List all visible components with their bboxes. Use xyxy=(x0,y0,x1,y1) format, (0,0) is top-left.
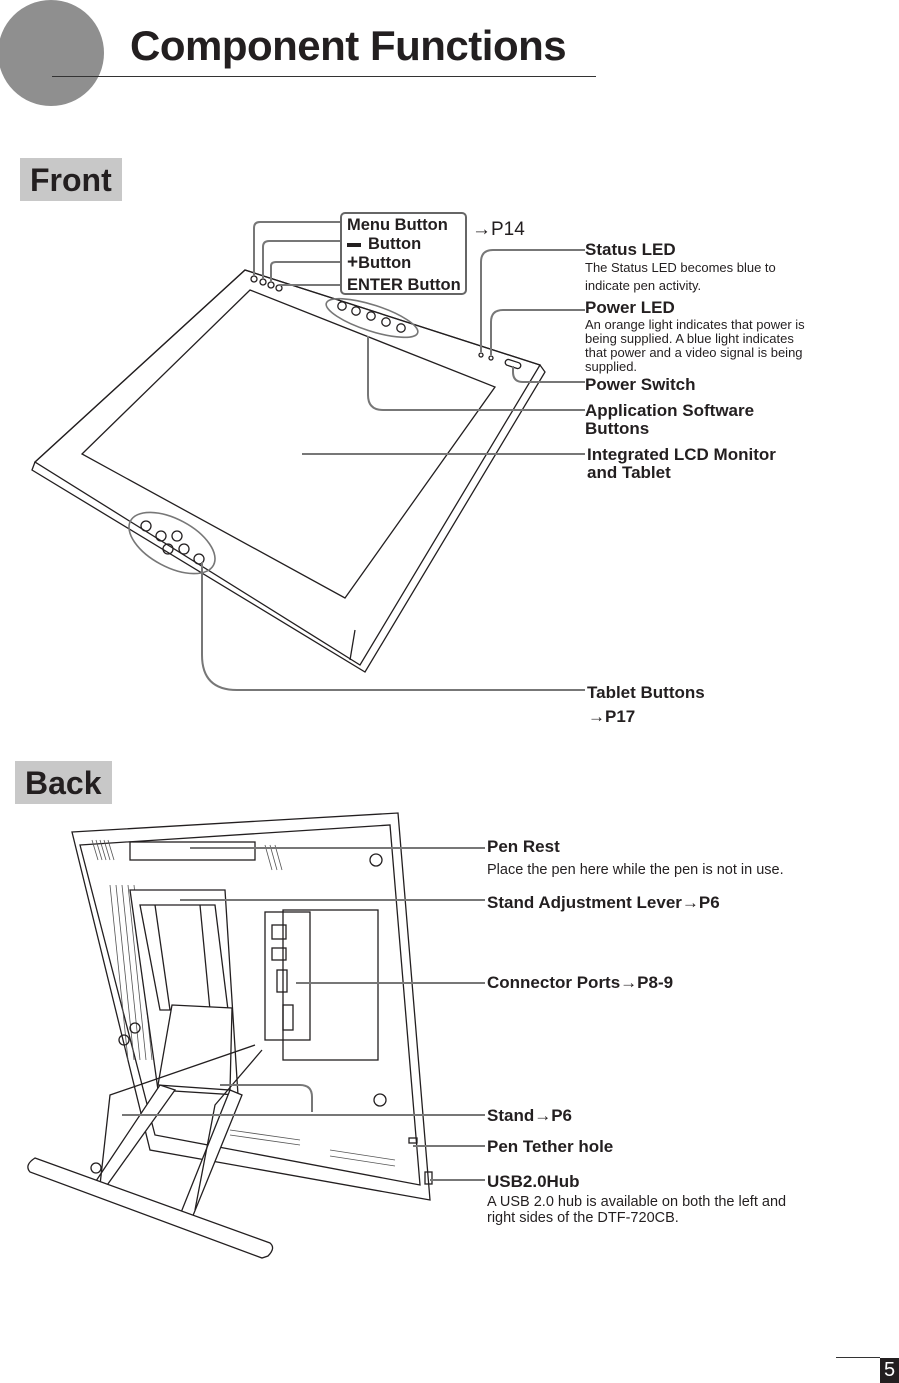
plus-button-label: +Button xyxy=(347,252,412,273)
minus-icon xyxy=(347,242,361,247)
power-led-desc: An orange light indicates that power is … xyxy=(585,317,805,374)
app-buttons-label-line2: Buttons xyxy=(585,419,650,438)
usb-hub-desc: A USB 2.0 hub is available on both the l… xyxy=(487,1194,787,1226)
usb-hub-label: USB2.0Hub xyxy=(487,1172,580,1191)
lcd-label-line2: and Tablet xyxy=(587,463,671,482)
tablet-buttons-label: Tablet Buttons xyxy=(587,683,705,702)
back-section-heading: Back xyxy=(15,761,112,804)
plus-icon: + xyxy=(347,252,359,273)
stand-lever-label: Stand Adjustment Lever→P6 xyxy=(487,893,720,912)
title-underline xyxy=(52,76,596,77)
power-led-label: Power LED xyxy=(585,298,675,317)
page-number-rule xyxy=(836,1357,880,1358)
title-bullet-circle xyxy=(0,0,104,106)
menu-page-ref: →P14 xyxy=(472,219,525,240)
pen-rest-label: Pen Rest xyxy=(487,837,560,856)
lcd-label-line1: Integrated LCD Monitor xyxy=(587,445,776,464)
menu-button-label: Menu Button xyxy=(347,216,448,234)
connector-ports-label: Connector Ports→P8-9 xyxy=(487,973,674,992)
page-number: 5 xyxy=(880,1358,899,1383)
menu-button-group-callout: Menu Button Button +Button ENTER Button xyxy=(340,212,467,295)
status-led-label: Status LED xyxy=(585,240,676,259)
status-led-desc-line2: indicate pen activity. xyxy=(585,278,702,293)
tablet-buttons-page-ref: →P17 xyxy=(588,707,636,726)
power-switch-label: Power Switch xyxy=(585,375,696,394)
status-led-desc-line1: The Status LED becomes blue to xyxy=(585,260,776,275)
pen-rest-desc: Place the pen here while the pen is not … xyxy=(487,862,784,878)
page-title: Component Functions xyxy=(130,22,567,69)
app-buttons-label-line1: Application Software xyxy=(585,401,755,420)
front-section-heading: Front xyxy=(20,158,122,201)
minus-button-label: Button xyxy=(347,235,421,253)
stand-label: Stand→P6 xyxy=(487,1106,573,1125)
enter-button-label: ENTER Button xyxy=(347,276,461,294)
pen-tether-label: Pen Tether hole xyxy=(487,1137,614,1156)
